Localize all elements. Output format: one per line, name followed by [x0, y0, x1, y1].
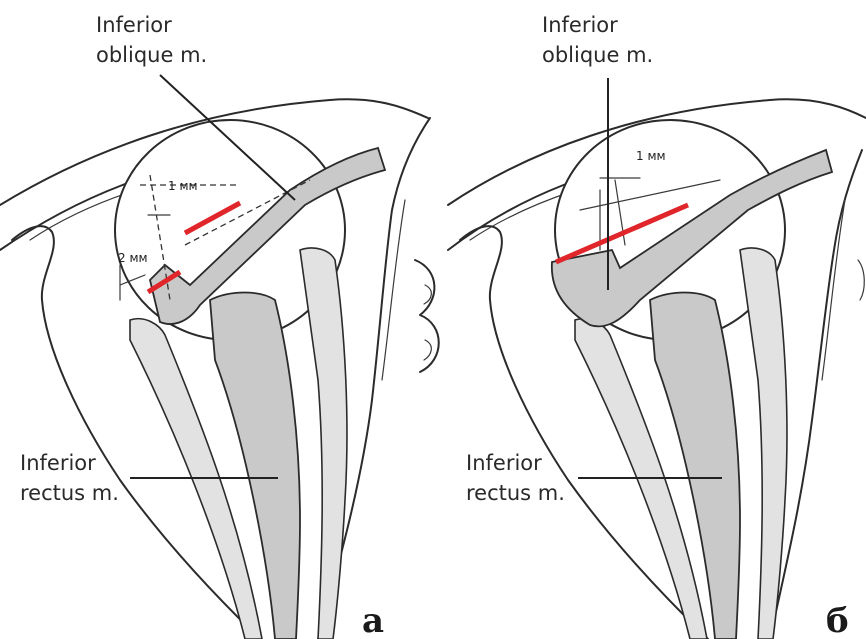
- panel-a-inferior-rectus-muscle: [210, 293, 300, 639]
- panel-b-rectus-label-line2: rectus m.: [466, 481, 565, 505]
- panel-a-measure-1mm: 1 мм: [168, 179, 198, 193]
- panel-b-oblique-label-line1: Inferior: [542, 13, 618, 37]
- panel-b: Inferior oblique m. Inferior rectus m. 1…: [448, 13, 866, 639]
- panel-b-oblique-label-line2: oblique m.: [542, 43, 653, 67]
- panel-a: Inferior oblique m. Inferior rectus m. 1…: [0, 13, 439, 639]
- panel-b-lateral-rectus-muscle: [740, 248, 787, 639]
- panel-b-rectus-label-line1: Inferior: [466, 451, 542, 475]
- panel-a-rectus-label-line2: rectus m.: [20, 481, 119, 505]
- panel-a-oblique-label-line2: oblique m.: [96, 43, 207, 67]
- panel-a-oblique-label-line1: Inferior: [96, 13, 172, 37]
- panel-a-measure-2mm: 2 мм: [118, 251, 148, 265]
- panel-a-rectus-label-line1: Inferior: [20, 451, 96, 475]
- panel-a-letter: а: [362, 601, 384, 639]
- panel-a-lateral-rectus-muscle: [300, 248, 347, 639]
- panel-b-letter: б: [826, 601, 849, 639]
- panel-b-measure-1mm: 1 мм: [636, 149, 666, 163]
